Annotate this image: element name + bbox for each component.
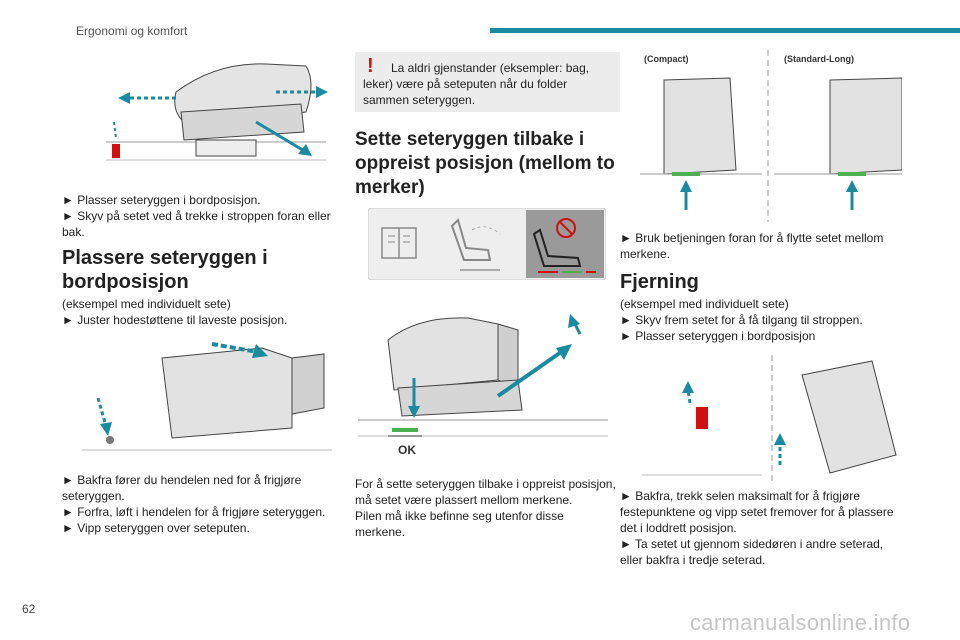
step-line: ► Plasser seteryggen i bordposisjon (620, 329, 816, 343)
paragraph-line: Pilen må ikke befinne seg utenfor disse (355, 509, 564, 523)
heading-removal: Fjerning (620, 271, 699, 293)
heading-table-position: Plassere seteryggen i bordposisjon (62, 247, 268, 293)
paragraph-line: merkene. (355, 525, 406, 539)
seat-table-illustration (62, 328, 337, 463)
seat-adjust-icon (450, 218, 501, 271)
seat-upright-illustration: OK (358, 300, 618, 460)
step-line: ► Forfra, løft i hendelen for å frigjøre… (62, 505, 326, 519)
removal-steps: ► Bakfra, trekk selen maksimalt for å fr… (620, 488, 900, 568)
warning-icon: ! (367, 55, 374, 77)
step-line: ► Juster hodestøttene til laveste posisj… (62, 313, 288, 327)
page-number: 62 (22, 602, 36, 616)
no-object-on-seat-icon (532, 218, 596, 273)
step-line: ► Bakfra fører du hendelen ned for å fri… (62, 473, 302, 503)
removal-intro: (eksempel med individuelt sete) ► Skyv f… (620, 296, 900, 344)
warning-text: La aldri gjenstander (eksempler: bag, le… (363, 61, 590, 107)
watermark: carmanualsonline.info (690, 610, 911, 635)
compact-label: (Compact) (644, 54, 689, 64)
step-line: ► Skyv på setet ved å trekke i stroppen … (62, 209, 331, 239)
step-line: ► Ta setet ut gjennom sidedøren i andre … (620, 537, 884, 567)
step-line: ► Vipp seteryggen over seteputen. (62, 521, 250, 535)
header-accent-bar (490, 28, 960, 33)
seat-removal-illustration (632, 355, 902, 483)
intro-line: (eksempel med individuelt sete) (620, 297, 789, 311)
table-intro: (eksempel med individuelt sete) ► Juster… (62, 296, 332, 328)
standard-long-label: (Standard-Long) (784, 54, 854, 64)
manual-book-icon (381, 227, 417, 259)
warning-box: ! La aldri gjenstander (eksempler: bag, … (355, 52, 620, 112)
compact-standard-illustration: (Compact) (Standard-Long) (640, 50, 902, 222)
seat-slide-illustration (66, 52, 336, 172)
ok-label: OK (398, 443, 416, 457)
paragraph-line: må setet være plassert mellom merkene. (355, 493, 573, 507)
step-control: ► Bruk betjeningen foran for å flytte se… (620, 231, 884, 261)
step-line: ► Skyv frem setet for å få tilgang til s… (620, 313, 863, 327)
steps-top: ► Plasser seteryggen i bordposisjon. ► S… (62, 192, 332, 240)
paragraph-line: For å sette seteryggen tilbake i oppreis… (355, 477, 616, 491)
upright-paragraph: For å sette seteryggen tilbake i oppreis… (355, 476, 625, 540)
step-line: ► Bakfra, trekk selen maksimalt for å fr… (620, 489, 894, 535)
step-line: ► Plasser seteryggen i bordposisjon. (62, 193, 261, 207)
heading-upright-position: Sette seteryggen tilbake i oppreist posi… (355, 129, 615, 198)
pictogram-strip (368, 208, 606, 280)
steps-bottom: ► Bakfra fører du hendelen ned for å fri… (62, 472, 332, 536)
intro-line: (eksempel med individuelt sete) (62, 297, 231, 311)
section-title: Ergonomi og komfort (76, 24, 188, 38)
